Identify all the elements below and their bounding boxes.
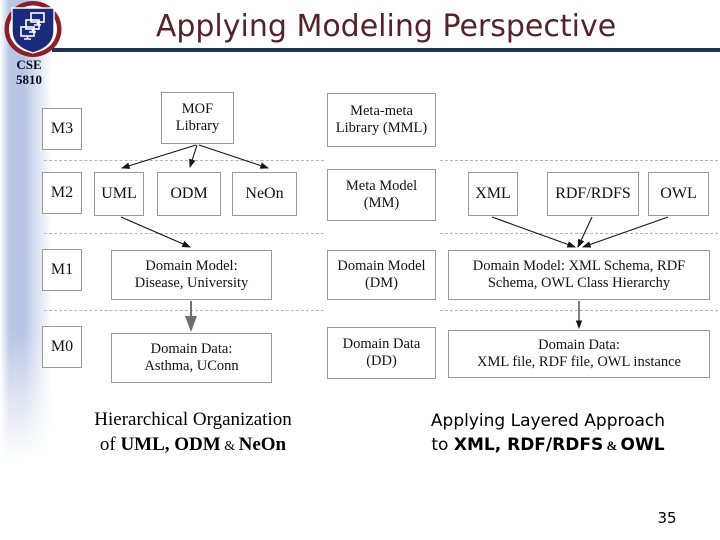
caption-right: Applying Layered Approach to XML, RDF/RD…	[398, 409, 698, 458]
level-separator-m3-m2-right	[440, 160, 718, 161]
node-domain-data-dd: Domain Data (DD)	[327, 327, 436, 379]
caption-right-amp: &	[603, 438, 621, 453]
level-label-m1: M1	[42, 249, 82, 291]
course-code-line2: 5810	[16, 72, 42, 87]
arrow-owl-to-domain-model	[581, 216, 669, 248]
course-code-line1: CSE	[16, 57, 42, 72]
level-separator-m2-m1-left	[44, 233, 324, 234]
level-label-m2: M2	[42, 172, 82, 214]
uconn-computer-science-shield-logo	[4, 1, 62, 58]
node-domain-data-xml-rdf-owl: Domain Data: XML file, RDF file, OWL ins…	[448, 330, 710, 378]
node-domain-data-asthma-uconn: Domain Data: Asthma, UConn	[111, 333, 272, 383]
level-separator-m3-m2-left	[44, 160, 324, 161]
page-number: 35	[657, 509, 677, 527]
node-domain-model-dm: Domain Model (DM)	[327, 250, 436, 300]
node-meta-meta-library-mml: Meta-meta Library (MML)	[327, 93, 436, 147]
node-uml: UML	[94, 172, 144, 216]
course-code: CSE 5810	[6, 57, 52, 87]
caption-right-line1: Applying Layered Approach	[430, 411, 666, 431]
node-neon: NeOn	[232, 172, 297, 216]
level-separator-m1-m0-left	[44, 310, 324, 311]
caption-left-of: of	[99, 434, 121, 455]
node-meta-model-mm: Meta Model (MM)	[327, 169, 436, 221]
caption-left-amp: &	[220, 439, 239, 454]
level-separator-m1-m0-right	[440, 310, 718, 311]
caption-left-line2: of UML, ODM & NeOn	[62, 432, 324, 459]
arrow-xml-to-domain-model	[491, 216, 577, 248]
arrow-rdf-to-domain-model	[577, 216, 593, 248]
caption-left: Hierarchical Organization of UML, ODM & …	[62, 407, 324, 459]
node-owl: OWL	[648, 172, 709, 216]
node-domain-model-disease-university: Domain Model: Disease, University	[111, 250, 272, 300]
node-xml: XML	[468, 172, 518, 216]
node-odm: ODM	[157, 172, 221, 216]
caption-right-term-owl: OWL	[620, 435, 665, 455]
caption-right-to: to	[431, 435, 454, 455]
title-underline-rule	[52, 48, 720, 52]
caption-left-line1: Hierarchical Organization	[94, 409, 292, 430]
arrow-mof-to-odm	[189, 144, 198, 169]
arrow-mof-to-neon	[198, 144, 270, 169]
level-label-m0: M0	[42, 326, 82, 368]
node-rdf-rdfs: RDF/RDFS	[547, 172, 639, 216]
arrow-uml-to-domain-model	[120, 216, 192, 248]
arrow-mof-to-uml	[120, 144, 197, 169]
level-separator-m2-m1-right	[440, 233, 718, 234]
level-label-m3: M3	[42, 108, 82, 150]
caption-right-line2: to XML, RDF/RDFS & OWL	[398, 433, 698, 458]
page-title: Applying Modeling Perspective	[155, 9, 617, 44]
caption-left-terms: UML, ODM	[120, 434, 221, 455]
caption-left-term-neon: NeOn	[238, 434, 287, 455]
node-mof-library: MOF Library	[161, 92, 234, 144]
caption-right-terms: XML, RDF/RDFS	[453, 435, 604, 455]
node-domain-model-xml-rdf-owl: Domain Model: XML Schema, RDF Schema, OW…	[448, 250, 710, 300]
